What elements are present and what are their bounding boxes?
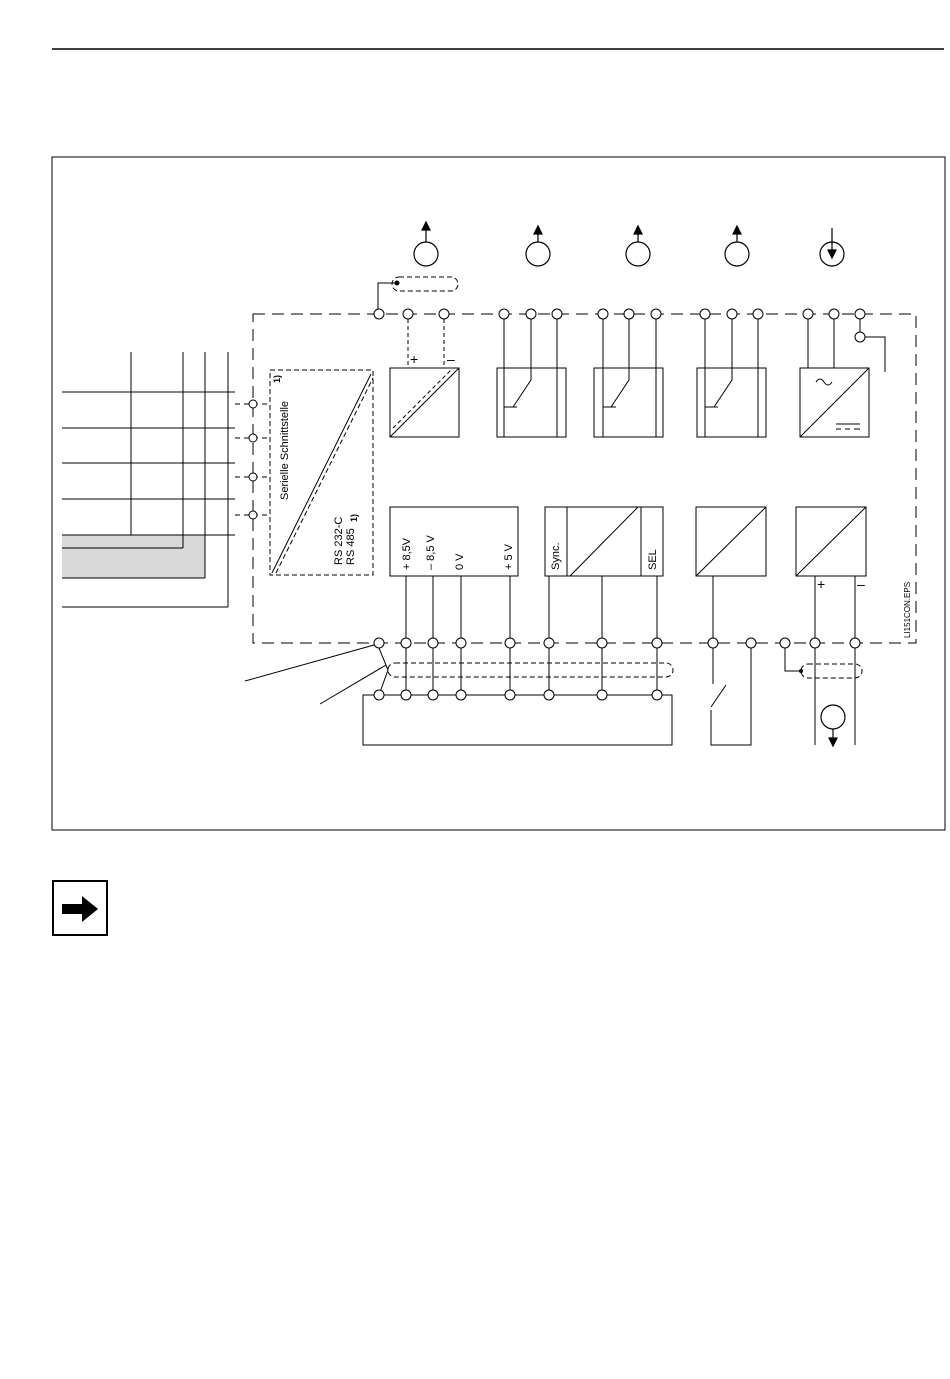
analog-minus: – (447, 351, 455, 367)
sync-sel-module (545, 507, 663, 576)
bottom-wires (245, 576, 862, 745)
rs485-footnote: 1) (349, 514, 359, 522)
relay-module-3 (697, 319, 766, 437)
shaded-band (62, 535, 205, 578)
zero-v-label: 0 V (454, 553, 466, 570)
supply-minus-label: – (857, 576, 865, 592)
sel-label: SEL (647, 549, 659, 570)
pe-terminal (855, 332, 865, 342)
relay-module-1 (497, 319, 566, 437)
serial-interface-label: Serielle Schnittstelle (279, 401, 291, 500)
serial-interface-footnote: 1) (272, 375, 282, 383)
note-box (52, 880, 108, 936)
plus-5v-label: + 5 V (503, 543, 515, 570)
sync-label: Sync. (550, 542, 562, 570)
shield-junction (799, 669, 803, 673)
top-shield (378, 277, 458, 314)
analog-output-module (390, 319, 459, 437)
figure-id: LI151CON.EPS (903, 582, 912, 638)
plus-8-5v-label: + 8,5V (401, 537, 413, 570)
bottom-terminals (374, 638, 860, 648)
analog-input-module (796, 507, 866, 576)
relay-module-2 (594, 319, 663, 437)
minus-8-5v-label: – 8,5 V (425, 534, 437, 570)
rs232-label: RS 232-C (333, 517, 345, 565)
device-outline (253, 314, 916, 643)
top-symbols (414, 242, 844, 266)
rs485-label: RS 485 (345, 528, 357, 565)
supply-plus-label: + (817, 576, 825, 592)
power-supply-module (800, 319, 885, 437)
serial-cable (62, 352, 270, 607)
analog-plus: + (410, 351, 418, 367)
external-supply-symbol (821, 705, 845, 729)
digital-input-module (696, 507, 766, 576)
diagram-frame (52, 157, 945, 830)
arrow-right-icon (54, 882, 106, 934)
